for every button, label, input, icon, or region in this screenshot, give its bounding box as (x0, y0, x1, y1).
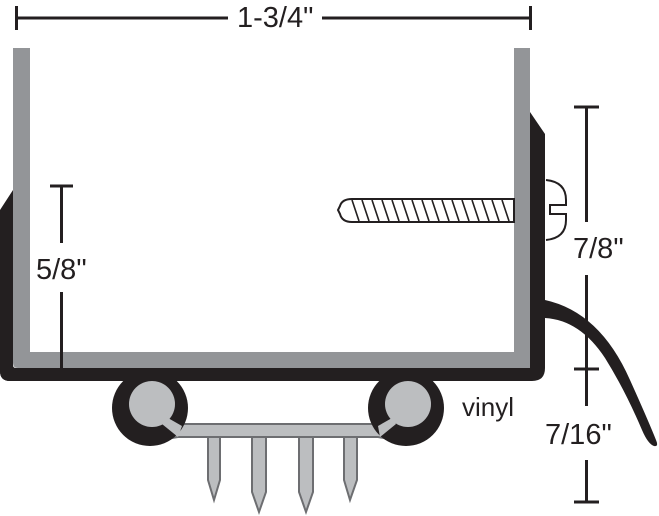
outer-shell-body (0, 112, 545, 381)
right-height-dimension (574, 105, 599, 504)
vinyl-insert (159, 416, 396, 516)
vinyl-material-label: vinyl (462, 392, 515, 422)
width-dimension-label: 1-3/4" (233, 4, 318, 33)
vinyl-fin (545, 300, 658, 447)
left-bead (112, 370, 188, 446)
shell-bottom-overlay (110, 368, 450, 381)
flange-height-dimension-label: 7/8" (573, 233, 624, 265)
right-bead (368, 370, 444, 446)
fin-height-dimension-label: 7/16" (545, 419, 612, 451)
width-dimension-line (15, 6, 532, 30)
screw (336, 179, 567, 241)
outer-shell-left (0, 190, 60, 381)
inner-height-dimension (50, 184, 73, 370)
inner-height-dimension-label: 5/8" (36, 254, 87, 286)
